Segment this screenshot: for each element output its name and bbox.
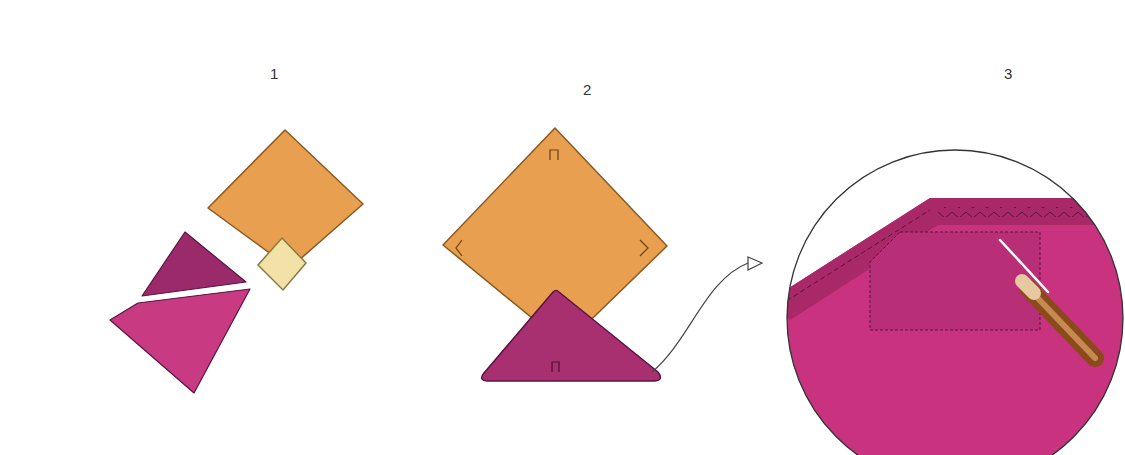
step-number: 2 <box>583 82 591 97</box>
detail-magnifier <box>770 150 1125 455</box>
step-one-figure <box>110 130 363 393</box>
step-number: 1 <box>270 66 278 81</box>
step-number: 3 <box>1004 66 1012 81</box>
step-two-figure <box>443 128 667 381</box>
detail-arrow <box>652 257 762 372</box>
